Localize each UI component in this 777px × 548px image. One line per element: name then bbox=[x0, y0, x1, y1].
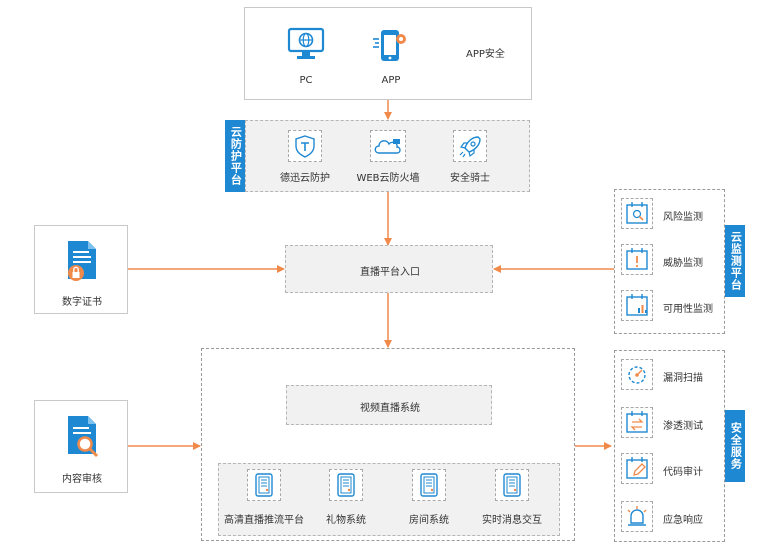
app-label: APP bbox=[381, 75, 401, 86]
service-item-1-icon-box bbox=[621, 359, 653, 390]
server-icon bbox=[420, 473, 438, 497]
protection-item-1-label: 德迅云防护 bbox=[280, 173, 330, 184]
live-system-box: 视频直播系统 高清直播推流平台 礼物系统 bbox=[201, 348, 575, 541]
protection-item-1 bbox=[288, 130, 322, 162]
shield-icon bbox=[295, 135, 315, 158]
cloud-protection-box: 德迅云防护 WEB云防火墙 安全骑士 bbox=[245, 120, 530, 192]
document-search-icon bbox=[64, 414, 102, 460]
module-1-icon-box bbox=[247, 469, 281, 501]
content-review-label: 内容审核 bbox=[62, 474, 102, 485]
module-4-label: 实时消息交互 bbox=[482, 515, 542, 526]
alarm-bell-icon bbox=[627, 506, 647, 526]
cloud-protection-tab-label: 云防护平台 bbox=[229, 126, 243, 186]
service-item-1-label: 漏洞扫描 bbox=[663, 373, 703, 384]
certificate-label: 数字证书 bbox=[62, 297, 102, 308]
pc-icon bbox=[287, 27, 325, 61]
server-icon bbox=[337, 473, 355, 497]
server-icon bbox=[503, 473, 521, 497]
calendar-alert-icon bbox=[626, 248, 648, 270]
service-item-4-label: 应急响应 bbox=[663, 515, 703, 526]
client-box: PC APP bbox=[244, 7, 532, 100]
protection-item-3 bbox=[453, 130, 487, 162]
entrance-box: 直播平台入口 bbox=[285, 245, 493, 293]
monitoring-item-2-icon-box bbox=[621, 244, 653, 275]
mobile-app-icon bbox=[371, 27, 409, 65]
protection-item-3-label: 安全骑士 bbox=[450, 173, 490, 184]
live-system-title: 视频直播系统 bbox=[360, 403, 420, 414]
calendar-transfer-icon bbox=[626, 411, 648, 433]
scan-icon bbox=[628, 366, 646, 384]
calendar-search-icon bbox=[626, 202, 648, 224]
service-item-2-label: 渗透测试 bbox=[663, 421, 703, 432]
module-2-label: 礼物系统 bbox=[326, 515, 366, 526]
cloud-monitoring-tab-label: 云监测平台 bbox=[729, 231, 743, 291]
protection-item-2-label: WEB云防火墙 bbox=[356, 173, 420, 184]
certificate-box: 数字证书 bbox=[34, 225, 128, 314]
module-2-icon-box bbox=[329, 469, 363, 501]
service-item-3-label: 代码审计 bbox=[663, 467, 703, 478]
live-modules-strip: 高清直播推流平台 礼物系统 房间系统 bbox=[218, 463, 560, 536]
cloud-firewall-icon bbox=[374, 139, 401, 154]
server-icon bbox=[255, 473, 273, 497]
document-lock-icon bbox=[64, 239, 100, 283]
service-item-3-icon-box bbox=[621, 453, 653, 484]
live-system-title-box: 视频直播系统 bbox=[286, 385, 492, 425]
rocket-icon bbox=[459, 136, 481, 158]
cloud-monitoring-box: 风险监测 威胁监测 可用性监测 bbox=[614, 189, 725, 334]
monitoring-item-2-label: 威胁监测 bbox=[663, 258, 703, 269]
module-3-icon-box bbox=[412, 469, 446, 501]
module-4-icon-box bbox=[495, 469, 529, 501]
monitoring-item-1-label: 风险监测 bbox=[663, 212, 703, 223]
monitoring-item-3-icon-box bbox=[621, 290, 653, 321]
calendar-chart-icon bbox=[626, 294, 648, 316]
service-item-2-icon-box bbox=[621, 407, 653, 438]
entrance-label: 直播平台入口 bbox=[360, 267, 420, 278]
cloud-protection-tab: 云防护平台 bbox=[225, 120, 245, 192]
calendar-edit-icon bbox=[626, 457, 648, 479]
monitoring-item-3-label: 可用性监测 bbox=[663, 304, 713, 315]
protection-item-2 bbox=[370, 130, 406, 162]
service-item-4-icon-box bbox=[621, 501, 653, 532]
pc-label: PC bbox=[299, 75, 313, 86]
module-1-label: 高清直播推流平台 bbox=[224, 515, 304, 526]
content-review-box: 内容审核 bbox=[34, 400, 128, 493]
cloud-monitoring-tab: 云监测平台 bbox=[725, 225, 745, 297]
security-services-box: 漏洞扫描 渗透测试 代码审计 应急响应 bbox=[614, 350, 725, 542]
app-security-label: APP安全 bbox=[466, 49, 505, 60]
security-services-tab: 安全服务 bbox=[725, 410, 745, 482]
monitoring-item-1-icon-box bbox=[621, 198, 653, 229]
security-services-tab-label: 安全服务 bbox=[729, 422, 743, 470]
module-3-label: 房间系统 bbox=[409, 515, 449, 526]
